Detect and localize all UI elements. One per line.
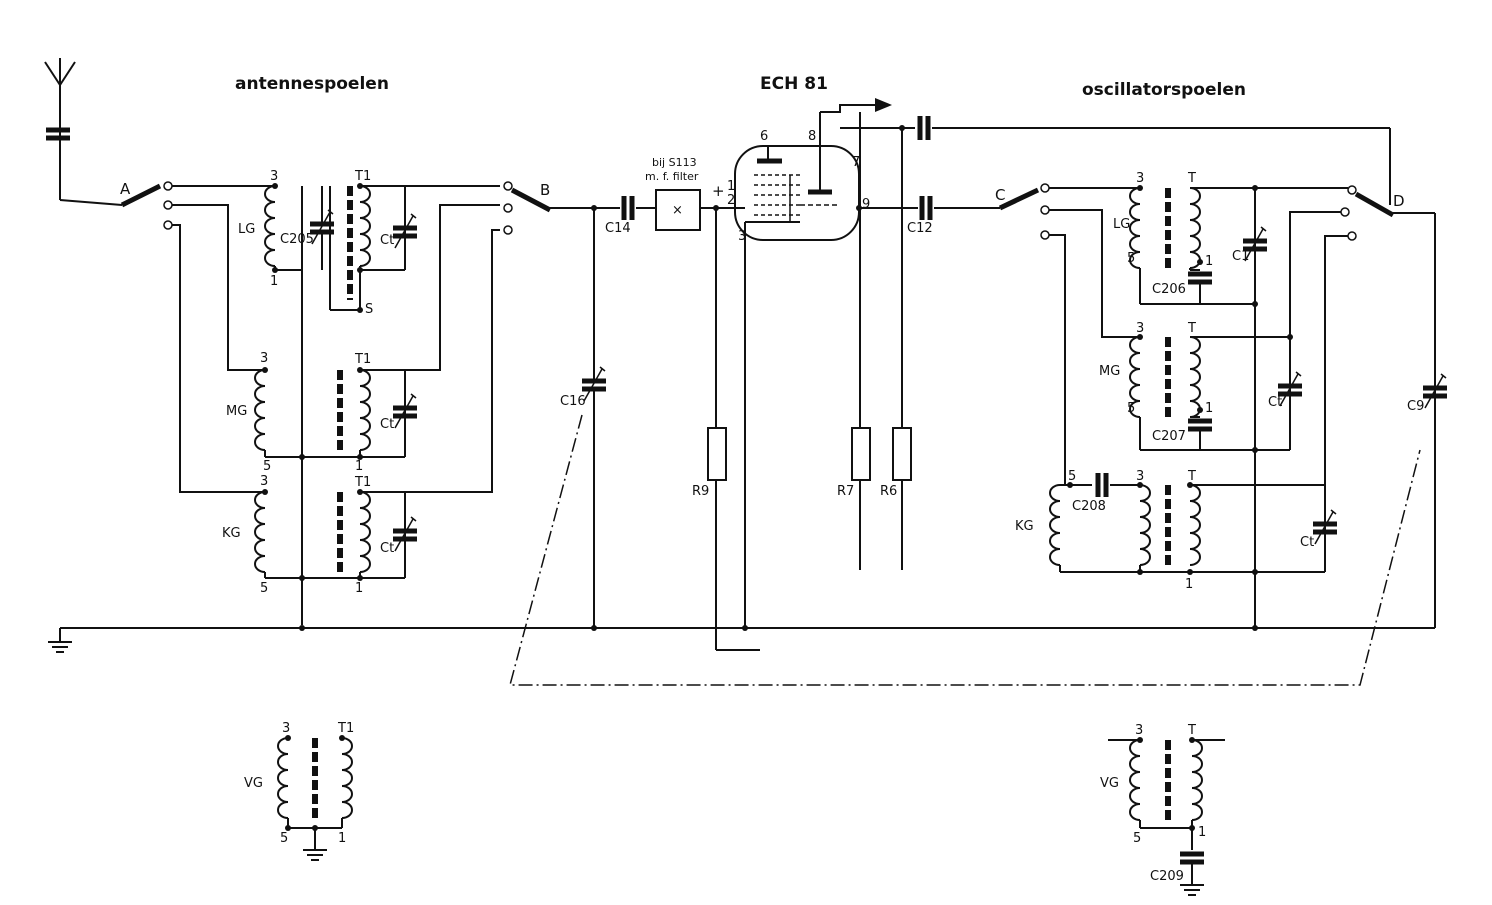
osc-c209-label: C209: [1150, 869, 1184, 884]
c9-label: C9: [1407, 399, 1424, 414]
switch-c: [998, 183, 1050, 240]
osc-mg-pinT: T: [1187, 321, 1196, 336]
oscillator-feedback-capacitor: [920, 116, 928, 140]
osc-vg-pin3: 3: [1135, 723, 1143, 738]
antenna-vg-pinT1: T1: [337, 721, 354, 736]
antenna-coils-heading: antennespoelen: [235, 74, 389, 94]
osc-mg-pin5: 5: [1127, 401, 1135, 416]
osc-mg-trim-label: Ct: [1268, 395, 1282, 410]
filter-note-line1: bij S113: [652, 156, 697, 169]
antenna-mg-trim-label: Ct: [380, 417, 394, 432]
osc-kg-pin5: 5: [1068, 469, 1076, 484]
osc-c206-label: C206: [1152, 282, 1186, 297]
osc-mg-pin1: 1: [1205, 401, 1213, 416]
osc-lg-pinT: T: [1187, 171, 1196, 186]
antenna-lg-coil: [264, 183, 417, 625]
osc-lg-pin5: 5: [1127, 251, 1135, 266]
antenna-kg-pin5: 5: [260, 581, 268, 596]
tube-pin8: 8: [808, 129, 816, 144]
oscillator-vg-coil: [1108, 737, 1225, 896]
tube-pin3: 3: [738, 229, 746, 244]
osc-lg-pin1: 1: [1205, 254, 1213, 269]
antenna-lg-pinS: S: [365, 302, 373, 317]
tube-pin9: 9: [862, 197, 870, 212]
antenna-kg-pinT1: T1: [354, 475, 371, 490]
antenna-kg-pin1: 1: [355, 581, 363, 596]
antenna-c205-label: C205: [280, 232, 314, 247]
ground-symbol: [47, 641, 73, 653]
tube-heading: ECH 81: [760, 74, 828, 94]
antenna-mg-label: MG: [226, 404, 247, 419]
osc-kg-pin1: 1: [1185, 577, 1193, 592]
antenna-kg-trim-label: Ct: [380, 541, 394, 556]
antenna-vg-pin5: 5: [280, 831, 288, 846]
if-filter-box: [655, 189, 701, 231]
osc-c207-label: C207: [1152, 429, 1186, 444]
antenna-mg-pinT1: T1: [354, 352, 371, 367]
oscillator-coils-heading: oscillatorspoelen: [1082, 80, 1246, 100]
if-filter-x: ×: [672, 203, 683, 218]
antenna-mg-coil: [254, 367, 417, 460]
resistor-r7: [851, 427, 871, 481]
osc-lg-pin3: 3: [1136, 171, 1144, 186]
antenna-lg-trim-label: Ct: [380, 233, 394, 248]
switch-b: [503, 181, 552, 235]
antenna-coupling-capacitor: [46, 130, 70, 138]
switch-b-label: B: [540, 181, 550, 199]
c16-label: C16: [560, 394, 586, 409]
capacitor-c14: [624, 196, 632, 220]
resistor-r9: [707, 427, 727, 481]
osc-kg-label: KG: [1015, 519, 1034, 534]
oscillator-kg-coil: [1049, 473, 1337, 575]
antenna-vg-label: VG: [244, 776, 263, 791]
capacitor-c12: [922, 196, 930, 220]
antenna-lg-pin3: 3: [270, 169, 278, 184]
r7-label: R7: [837, 484, 854, 499]
osc-vg-label: VG: [1100, 776, 1119, 791]
tube-pin1: 1: [727, 179, 735, 194]
gang-tuning-link: [509, 414, 1421, 686]
resistor-r6: [892, 427, 912, 481]
tube-pin6: 6: [760, 129, 768, 144]
r6-label: R6: [880, 484, 897, 499]
antenna-mg-pin3: 3: [260, 351, 268, 366]
tube-pin2: 2: [727, 193, 735, 208]
switch-d-label: D: [1393, 192, 1405, 210]
c12-label: C12: [907, 221, 933, 236]
output-arrow: [875, 98, 892, 112]
antenna-kg-label: KG: [222, 526, 241, 541]
tube-pin7: 7: [852, 155, 860, 170]
antenna-lg-pin1: 1: [270, 274, 278, 289]
osc-mg-label: MG: [1099, 364, 1120, 379]
c14-label: C14: [605, 221, 631, 236]
antenna-vg-coil: [277, 735, 353, 861]
osc-kg-pinT: T: [1187, 469, 1196, 484]
ech81-tube: [734, 112, 861, 631]
osc-vg-pin1: 1: [1198, 825, 1206, 840]
osc-lg-trim-label: C1: [1232, 249, 1249, 264]
tube-plus: +: [712, 182, 725, 200]
osc-c208-label: C208: [1072, 499, 1106, 514]
osc-kg-pin3: 3: [1136, 469, 1144, 484]
osc-vg-pin5: 5: [1133, 831, 1141, 846]
osc-mg-pin3: 3: [1136, 321, 1144, 336]
antenna-lg-pinT1: T1: [354, 169, 371, 184]
r9-label: R9: [692, 484, 709, 499]
antenna-mg-pin5: 5: [263, 459, 271, 474]
antenna-vg-pin1: 1: [338, 831, 346, 846]
osc-kg-trim-label: Ct: [1300, 535, 1314, 550]
oscillator-lg-coil: [1129, 185, 1267, 628]
antenna-lg-label: LG: [238, 222, 255, 237]
filter-note-line2: m. f. filter: [645, 170, 699, 183]
antenna-mg-pin1: 1: [355, 459, 363, 474]
switch-c-label: C: [995, 186, 1005, 204]
osc-vg-pinT: T: [1187, 723, 1196, 738]
antenna-kg-pin3: 3: [260, 474, 268, 489]
switch-d: [1340, 185, 1395, 241]
switch-a-label: A: [120, 180, 131, 198]
osc-lg-label: LG: [1113, 217, 1130, 232]
antenna-kg-coil: [254, 489, 417, 581]
antenna-vg-pin3: 3: [282, 721, 290, 736]
